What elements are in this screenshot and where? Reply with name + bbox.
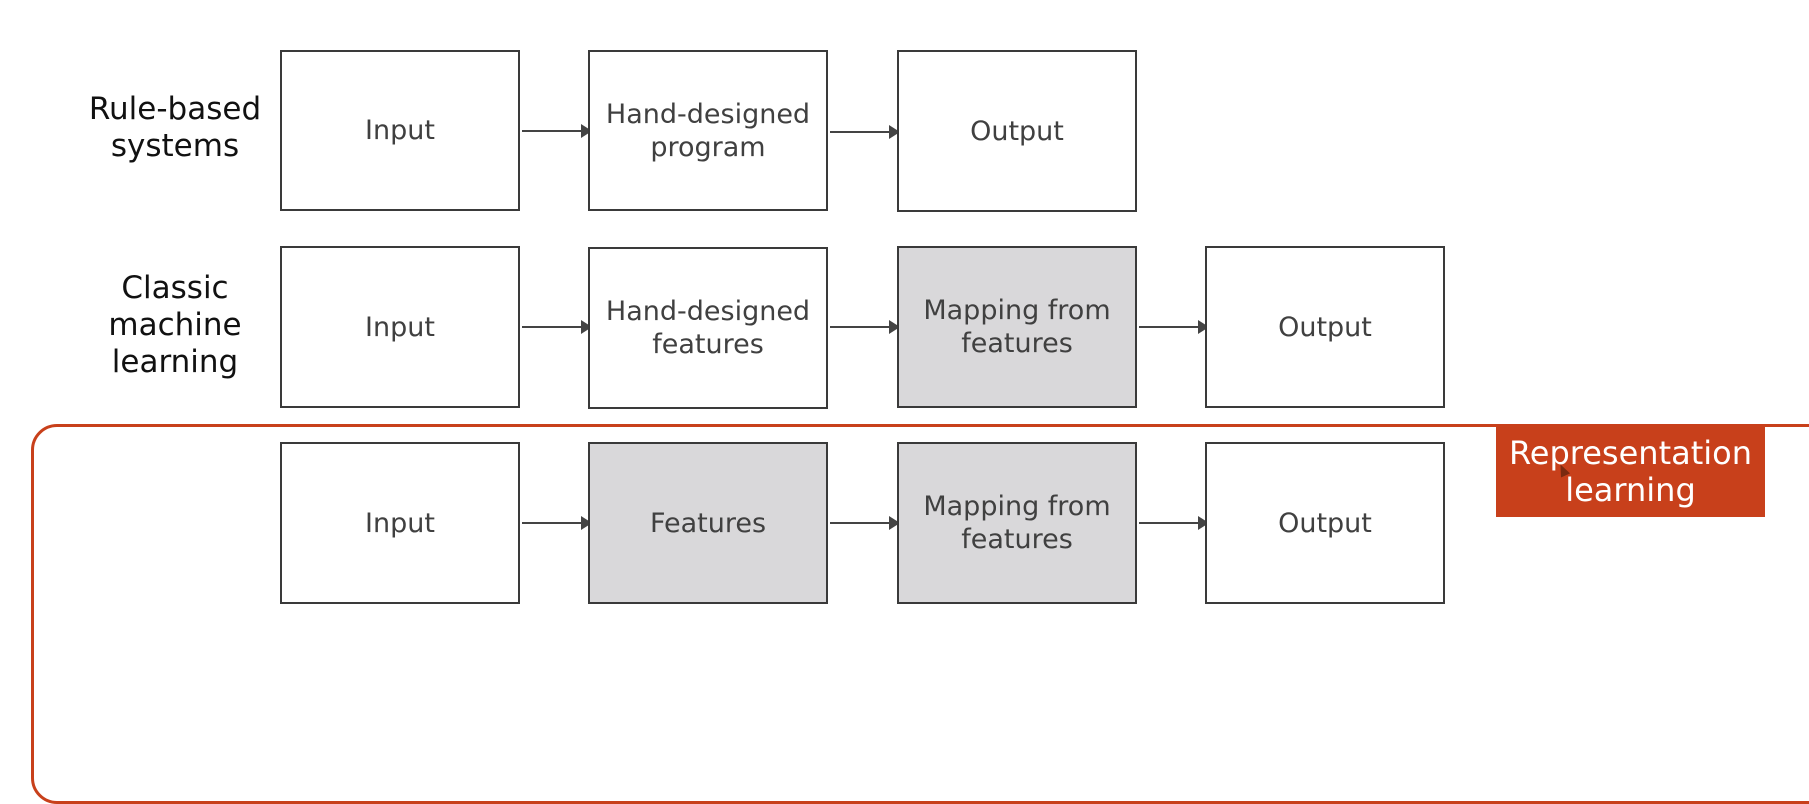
representation-output-box: Output xyxy=(1205,442,1445,604)
classic-output-box: Output xyxy=(1205,246,1445,408)
classic-mapping-box: Mapping from features xyxy=(897,246,1137,408)
representation-features-box: Features xyxy=(588,442,828,604)
representation-input-box: Input xyxy=(280,442,520,604)
arrow-rep-input-to-features xyxy=(522,516,592,530)
arrow-rule-input-to-program xyxy=(522,124,592,138)
arrow-classic-mapping-to-output xyxy=(1139,320,1209,334)
arrow-classic-input-to-features xyxy=(522,320,592,334)
classic-input-box: Input xyxy=(280,246,520,408)
classic-features-box: Hand-designed features xyxy=(588,247,828,409)
arrow-classic-features-to-mapping xyxy=(830,320,900,334)
representation-mapping-box: Mapping from features xyxy=(897,442,1137,604)
rule-based-input-box: Input xyxy=(280,50,520,211)
arrow-rep-features-to-mapping xyxy=(830,516,900,530)
representation-learning-badge: Representation learning xyxy=(1496,427,1765,517)
rule-based-output-box: Output xyxy=(897,50,1137,212)
rule-based-program-box: Hand-designed program xyxy=(588,50,828,211)
row-label-rule-based: Rule-based systems xyxy=(88,91,262,164)
diagram-canvas: Rule-based systems Input Hand-designed p… xyxy=(31,50,1809,804)
arrow-rep-mapping-to-output xyxy=(1139,516,1209,530)
arrow-rule-program-to-output xyxy=(830,125,900,139)
row-label-classic-ml: Classic machine learning xyxy=(108,270,242,380)
